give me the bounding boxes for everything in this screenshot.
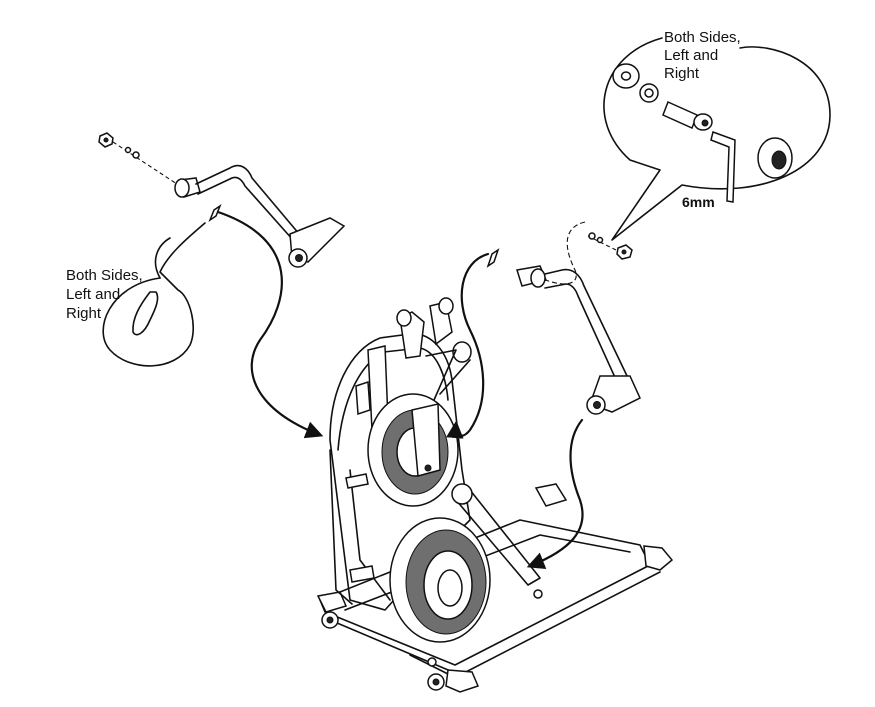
callout-left-line2: Left and (66, 286, 120, 303)
callout-top-right-line3: Right (664, 65, 700, 82)
callout-top-right-line1: Both Sides, (664, 29, 741, 46)
assembly-arrows (216, 210, 584, 569)
front-wheel-right (427, 673, 445, 691)
trainer-frame (316, 297, 674, 693)
callout-bubble-left: Both Sides, Left and Right (66, 222, 206, 367)
callout-bubble-top-right: Both Sides, Left and Right 6mm (603, 29, 831, 241)
upper-flywheel-window (367, 393, 459, 507)
bolt-icon (662, 100, 713, 131)
tool-size-label: 6mm (682, 194, 715, 210)
fan-wheel (389, 517, 491, 643)
nut-icon (98, 132, 114, 148)
callout-left-line1: Both Sides, (66, 267, 143, 284)
hex-key-icon (710, 131, 736, 203)
left-arm-assembly (98, 132, 346, 268)
callout-top-right-line2: Left and (664, 47, 718, 64)
spacer-washer-icon (639, 83, 659, 103)
front-wheel-left (321, 611, 339, 629)
pivot-cap-icon (757, 137, 793, 179)
washer-icon (612, 63, 640, 89)
callout-left-line3: Right (66, 305, 102, 322)
right-arm-assembly (486, 221, 641, 415)
nut-icon-right (616, 244, 633, 260)
